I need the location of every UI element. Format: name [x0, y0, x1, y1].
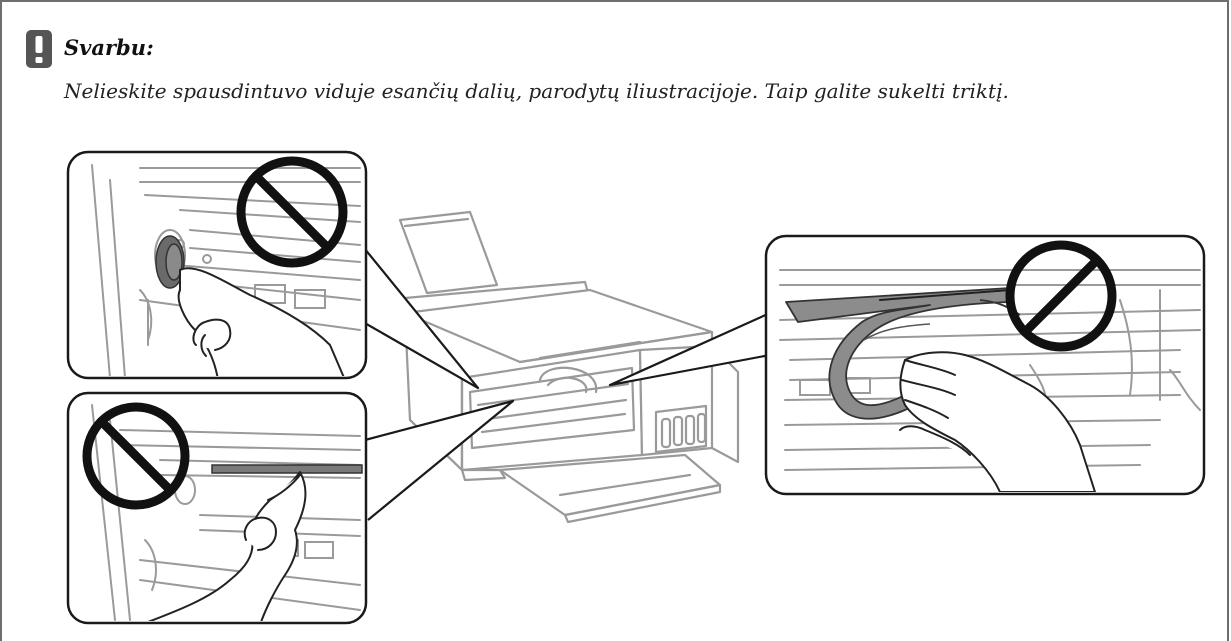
callout-top-left — [68, 152, 366, 380]
callout-right — [766, 236, 1204, 494]
callout-bottom-left — [68, 393, 366, 625]
